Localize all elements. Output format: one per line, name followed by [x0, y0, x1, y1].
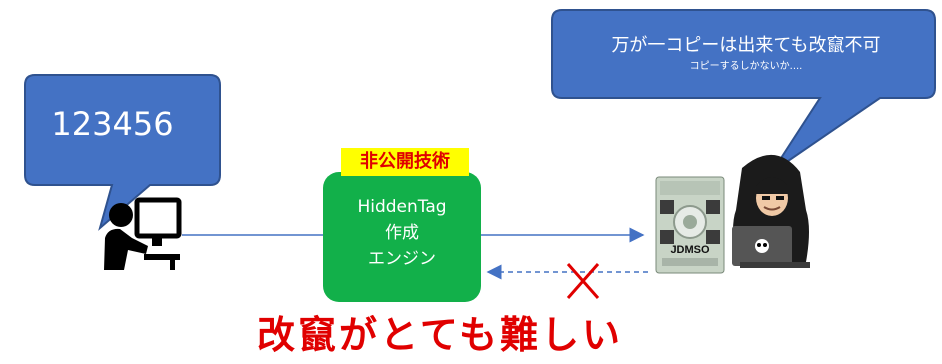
sticker-code-text: JDMSO — [670, 244, 710, 256]
attacker-bubble-sub-text: コピーするしかないか.... — [689, 61, 803, 72]
user-bubble-text: 123456 — [51, 105, 174, 143]
hiddentag-engine-box: HiddenTag 作成 エンジン — [323, 172, 481, 302]
engine-line-1: HiddenTag — [357, 197, 447, 217]
user-computer-icon — [104, 197, 182, 270]
secret-technology-badge: 非公開技術 — [341, 148, 469, 176]
engine-line-2: 作成 — [385, 223, 419, 243]
attacker-speech-bubble — [551, 9, 936, 173]
cross-icon — [566, 263, 600, 299]
attacker-bubble-main-text: 万が一コピーは出来ても改竄不可 — [611, 35, 881, 56]
footer-caption: 改竄がとても難しい — [257, 313, 623, 357]
engine-line-3: エンジン — [368, 249, 436, 269]
hiddentag-sticker-icon — [655, 176, 725, 274]
hacker-icon — [732, 154, 810, 268]
